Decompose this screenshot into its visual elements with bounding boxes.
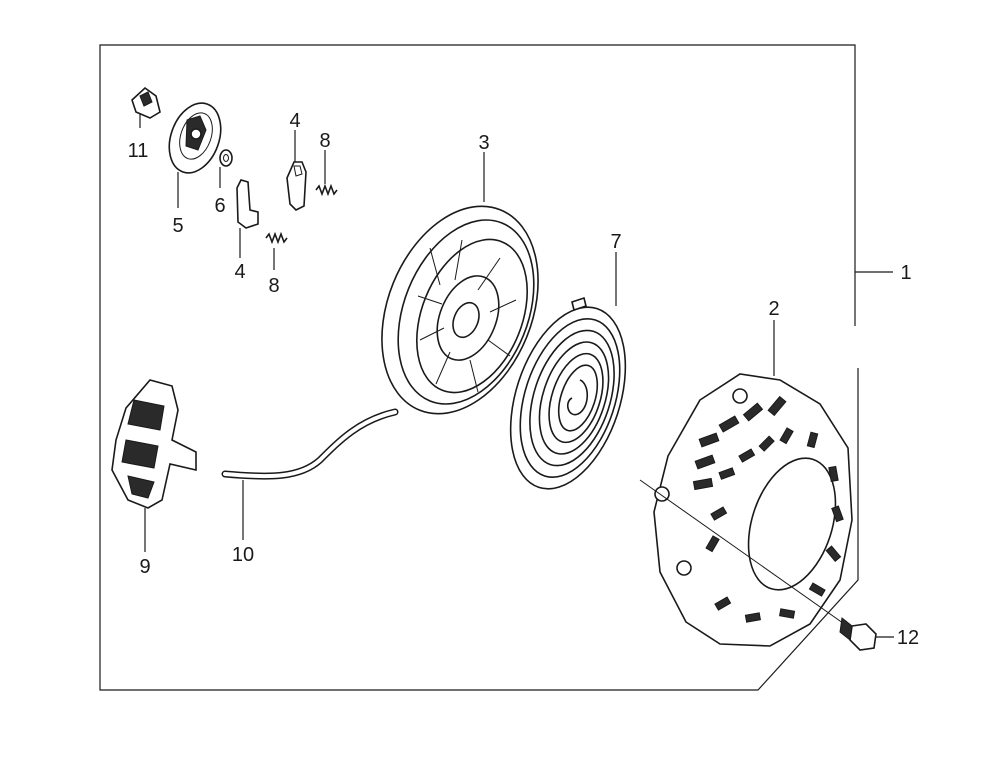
label-part-6: 6 bbox=[214, 195, 225, 217]
part-12-bolt bbox=[639, 479, 894, 651]
label-part-11: 11 bbox=[128, 140, 149, 162]
part-8-spring-upper bbox=[315, 150, 338, 197]
part-labels: 1 2 3 4 4 5 6 7 8 8 9 10 11 12 bbox=[128, 110, 920, 649]
part-8-spring-lower bbox=[265, 231, 288, 270]
part-11-cap bbox=[131, 86, 161, 128]
part-2-starter-case bbox=[653, 320, 853, 647]
label-part-3: 3 bbox=[478, 132, 489, 154]
label-part-8-upper: 8 bbox=[319, 130, 330, 152]
part-4-ratchet-upper bbox=[286, 130, 307, 211]
part-3-reel bbox=[381, 152, 539, 415]
part-4-ratchet-lower bbox=[236, 179, 259, 258]
label-part-10: 10 bbox=[232, 544, 254, 566]
label-part-4-upper: 4 bbox=[289, 110, 300, 132]
part-9-handle bbox=[111, 379, 197, 552]
label-part-4-lower: 4 bbox=[234, 261, 245, 283]
assembly-frame bbox=[99, 44, 893, 691]
part-5-guide-plate bbox=[168, 102, 222, 208]
label-part-7: 7 bbox=[610, 231, 621, 253]
part-7-spring bbox=[509, 252, 627, 490]
label-part-2: 2 bbox=[768, 298, 779, 320]
label-part-5: 5 bbox=[172, 215, 183, 237]
label-part-9: 9 bbox=[139, 556, 150, 578]
part-6-washer bbox=[219, 149, 233, 188]
label-part-1: 1 bbox=[900, 262, 911, 284]
label-part-12: 12 bbox=[897, 627, 919, 649]
label-part-8-lower: 8 bbox=[268, 275, 279, 297]
part-10-rope bbox=[221, 408, 399, 540]
